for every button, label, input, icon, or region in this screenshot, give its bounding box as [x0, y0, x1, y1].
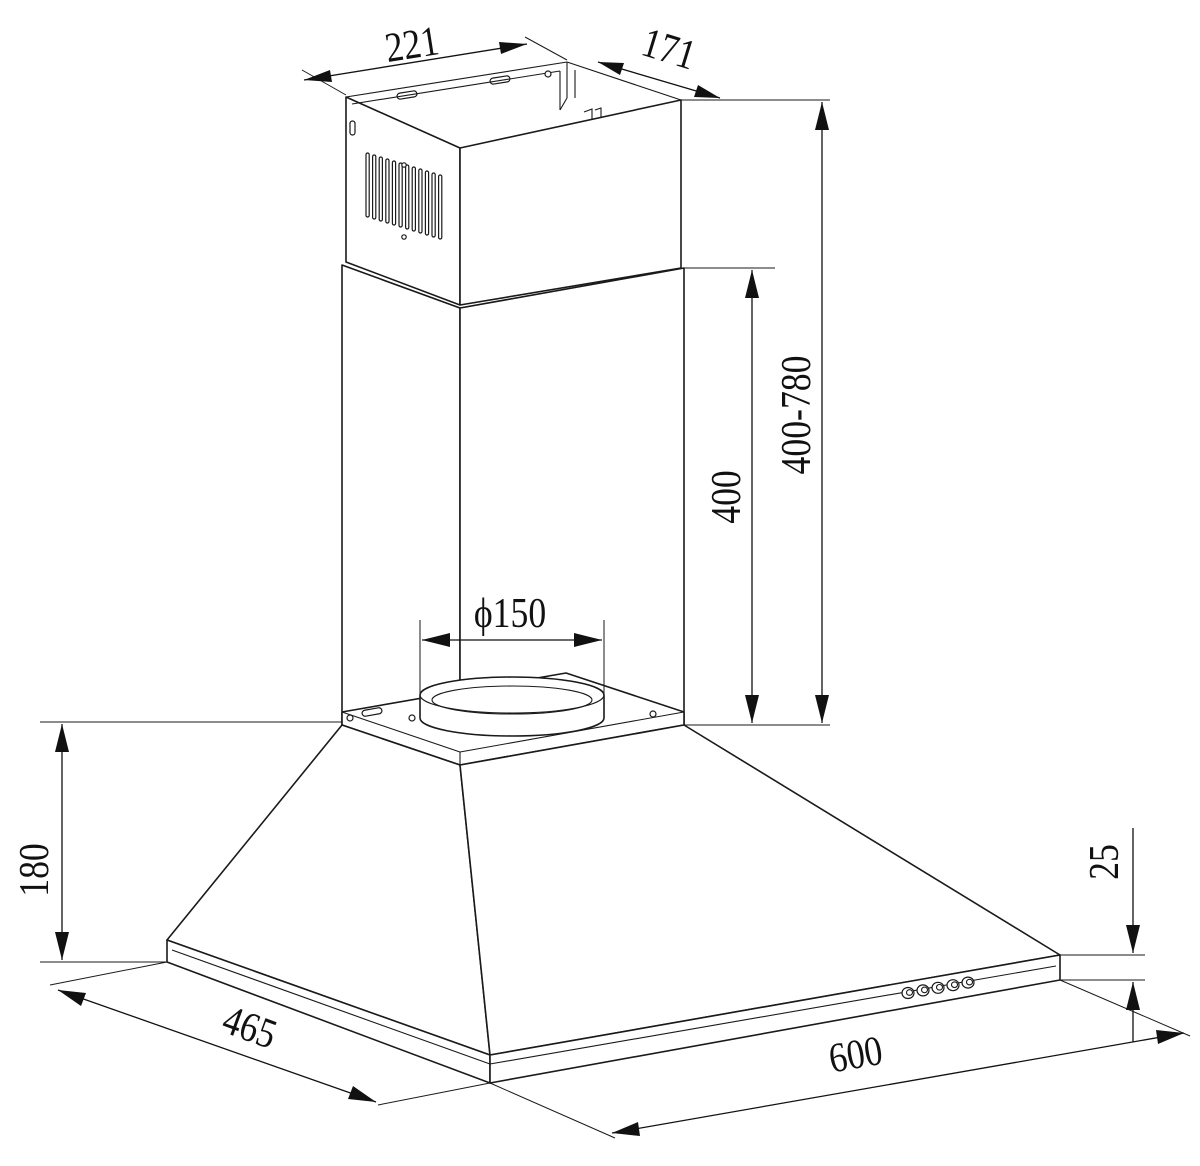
- dimension-label-chimney-height: 400: [703, 470, 749, 524]
- vent-slot: [431, 172, 436, 238]
- vent-slot: [405, 164, 410, 230]
- dimension-label-canopy-height: 180: [11, 843, 57, 897]
- dimension-lines: [55, 42, 1185, 1136]
- dimension-label-chimney-width: 221: [382, 18, 442, 72]
- vent-slot: [365, 152, 370, 218]
- dimension-label-duct-diameter: ϕ150: [474, 590, 546, 636]
- control-knob-cap: [950, 981, 959, 989]
- dimension-label-adjustable-height: 400-780: [773, 356, 819, 475]
- mounting-slot: [489, 75, 511, 85]
- dimension-label-chimney-depth: 171: [637, 19, 702, 79]
- control-knob-cap: [920, 986, 929, 994]
- control-knob-cap: [965, 978, 974, 986]
- mounting-slot: [361, 707, 383, 717]
- screw-hole: [346, 714, 354, 722]
- vent-slot: [411, 166, 417, 232]
- mounting-slot: [349, 120, 356, 136]
- vent-slot: [385, 158, 390, 224]
- vent-slot: [398, 162, 403, 228]
- hood-canopy: [166, 724, 1061, 1084]
- extension-lines: [40, 36, 1191, 1139]
- ventilation-louvres: [365, 152, 443, 240]
- screw-hole: [408, 714, 416, 722]
- control-knob-cap: [935, 983, 944, 991]
- screw-hole: [544, 70, 552, 78]
- screw-hole: [649, 710, 657, 718]
- upper-chimney: [345, 61, 682, 306]
- vent-slot: [424, 170, 430, 236]
- vent-slot: [438, 174, 443, 240]
- dimension-label-rim-height: 25: [1081, 844, 1127, 880]
- control-knob-cap: [905, 989, 914, 996]
- vent-slot: [378, 156, 384, 222]
- vent-slot: [391, 160, 397, 226]
- vent-slot: [372, 154, 377, 220]
- dimension-label-hood-width: 600: [825, 1027, 886, 1082]
- mounting-slot: [396, 90, 418, 100]
- vent-slot: [418, 168, 423, 234]
- control-panel: [901, 976, 975, 1000]
